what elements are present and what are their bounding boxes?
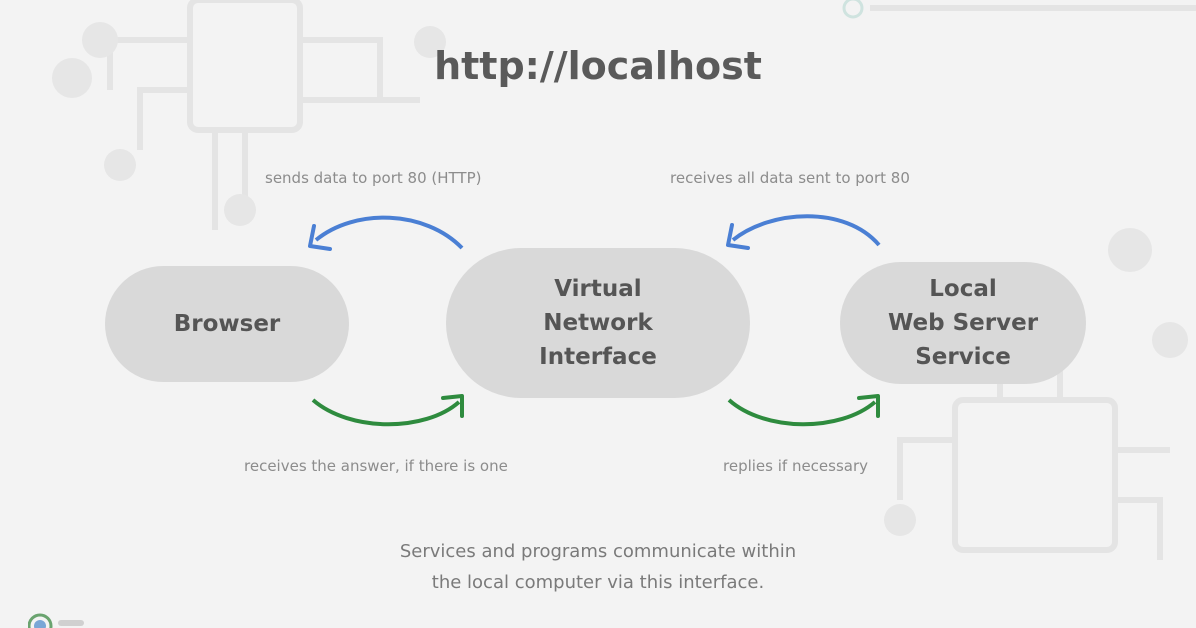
vni-label-line-1: Virtual — [554, 276, 642, 302]
local-label-line-1: Local — [929, 276, 997, 302]
vni-label-line-2: Network — [543, 310, 653, 336]
local-label-line-3: Service — [915, 344, 1011, 370]
local-label-line-2: Web Server — [887, 310, 1039, 336]
browser-label: Browser — [173, 311, 281, 337]
caption: Services and programs communicate within… — [0, 536, 1196, 598]
arrow-response-right — [727, 394, 880, 427]
arrow-response-left — [311, 394, 464, 427]
label-replies: replies if necessary — [723, 457, 869, 475]
logo-icon — [28, 613, 84, 628]
caption-line-2: the local computer via this interface. — [431, 572, 765, 593]
label-receives-answer: receives the answer, if there is one — [244, 457, 508, 475]
label-sends-data: sends data to port 80 (HTTP) — [265, 169, 482, 187]
diagram-title: http://localhost — [434, 44, 762, 88]
arrow-request-right — [726, 214, 881, 250]
vni-label-line-3: Interface — [539, 344, 657, 370]
label-receives-all-data: receives all data sent to port 80 — [670, 169, 910, 187]
caption-line-1: Services and programs communicate within — [399, 541, 797, 562]
browser-node: Browser — [105, 266, 349, 382]
arrow-request-left — [308, 215, 464, 251]
virtual-network-interface-node: Virtual Network Interface — [446, 248, 750, 398]
local-web-server-node: Local Web Server Service — [840, 262, 1086, 384]
